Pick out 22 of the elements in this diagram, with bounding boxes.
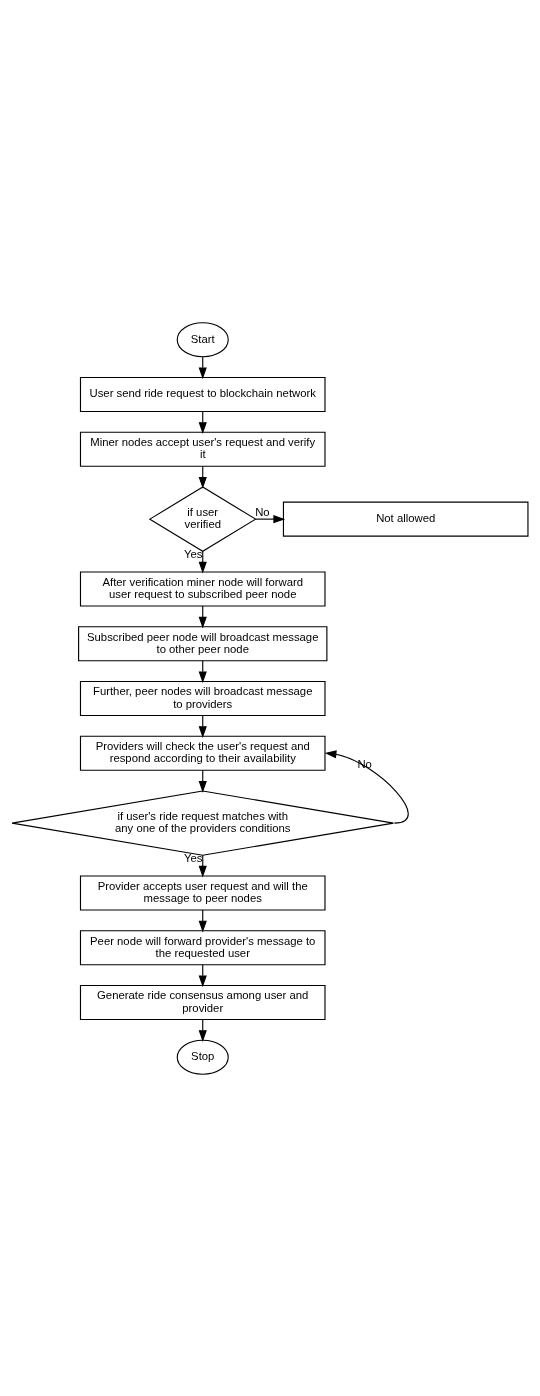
arrow [198,605,207,628]
node-box: Not allowed [282,501,529,537]
node-box: User send ride request to blockchain network [79,376,326,412]
node-box: Miner nodes accept user's request and verify it [79,431,326,467]
arrow [198,550,207,574]
node-box: Further, peer nodes will broadcast message to providers [79,680,326,716]
edge-label: No [255,505,270,518]
arrow [255,514,286,523]
node-box: After verification miner node will forward user request to subscribed peer node [79,570,326,607]
arrow [198,909,207,932]
node-box: Provider accepts user request and will the message to peer nodes [79,874,326,911]
node-box: Subscribed peer node will broadcast message to other peer node [78,625,328,661]
arrow [198,769,207,793]
arrow [198,465,207,489]
node-box: Peer node will forward provider's message to the requested user [79,929,326,965]
node-box: Generate ride consensus among user and provider [79,984,326,1020]
node-ellipse: Stop [176,1039,229,1075]
edge-label: No [357,757,372,770]
arrow [198,854,207,878]
arrow [324,749,409,824]
node-ellipse: Start [176,321,229,357]
node-box: Providers will check the user's request and respond according to their availability [79,735,326,771]
